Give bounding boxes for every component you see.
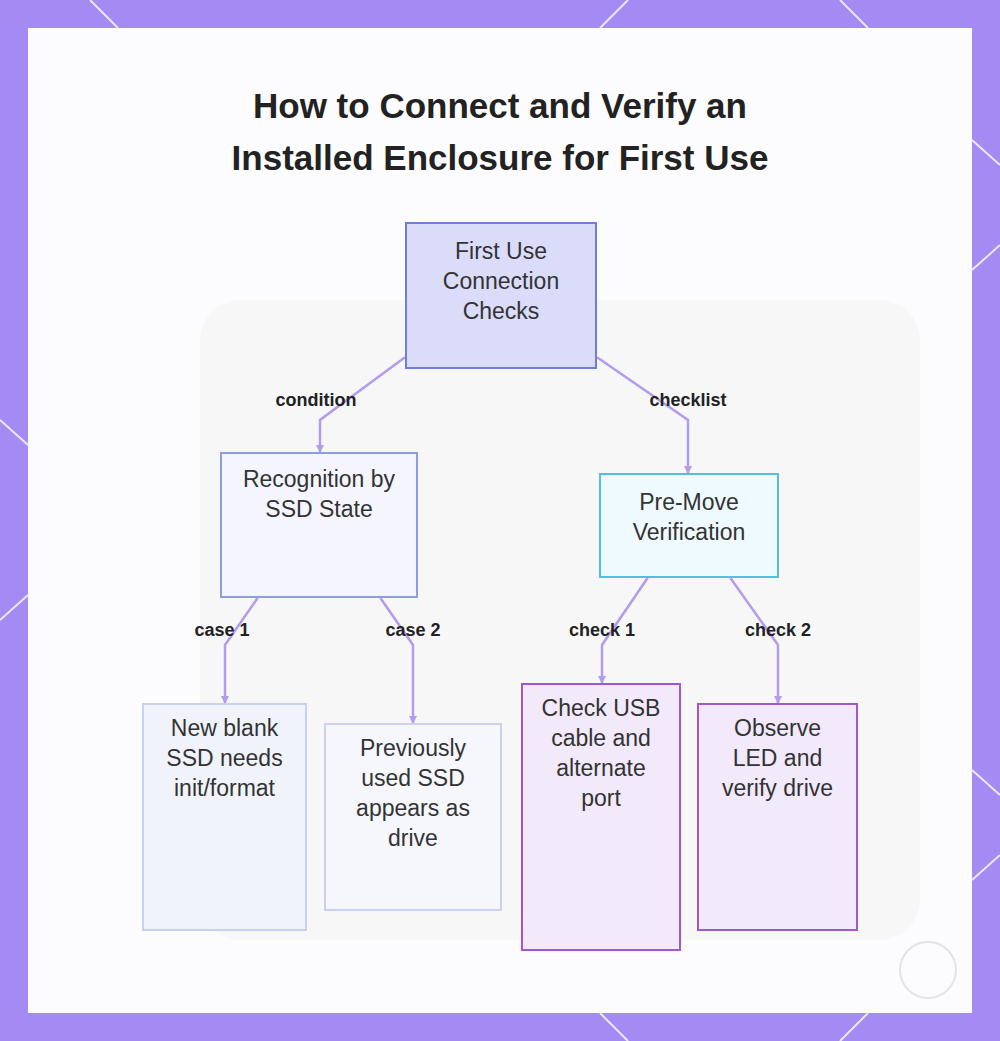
edge-label: case 1 bbox=[194, 620, 249, 641]
process-box: Previously used SSD appears as drive bbox=[324, 723, 502, 911]
process-box: New blank SSD needs init/format bbox=[142, 703, 307, 931]
edge-label: condition bbox=[276, 390, 357, 411]
connector-line bbox=[225, 598, 258, 703]
edge-label: checklist bbox=[649, 390, 726, 411]
connector-line bbox=[730, 578, 778, 703]
connector-line bbox=[380, 598, 413, 723]
box-text: New blank SSD needs init/format bbox=[160, 713, 289, 803]
box-text: Pre-Move Verification bbox=[617, 487, 761, 547]
process-box: Pre-Move Verification bbox=[599, 473, 779, 578]
connector-line bbox=[597, 357, 688, 473]
process-box: Check USB cable and alternate port bbox=[521, 683, 681, 951]
process-box: Observe LED and verify drive bbox=[697, 703, 858, 931]
edge-label: check 1 bbox=[569, 620, 635, 641]
box-text: Observe LED and verify drive bbox=[715, 713, 840, 803]
process-box: First Use Connection Checks bbox=[405, 222, 597, 369]
edge-label: check 2 bbox=[745, 620, 811, 641]
diagram-title: How to Connect and Verify an Installed E… bbox=[180, 80, 820, 184]
box-text: Recognition by SSD State bbox=[238, 464, 400, 524]
box-text: Check USB cable and alternate port bbox=[539, 693, 663, 813]
process-box: Recognition by SSD State bbox=[220, 452, 418, 598]
box-text: First Use Connection Checks bbox=[423, 236, 579, 326]
edge-label: case 2 bbox=[385, 620, 440, 641]
box-text: Previously used SSD appears as drive bbox=[342, 733, 484, 853]
